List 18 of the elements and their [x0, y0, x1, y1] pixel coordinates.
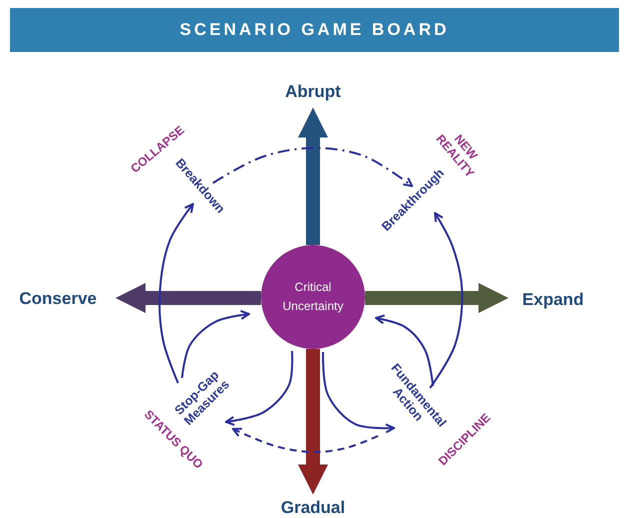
axis-label: Gradual — [273, 498, 353, 518]
axis-label: Abrupt — [273, 82, 353, 102]
axis-label: Conserve — [12, 289, 104, 309]
arrow — [232, 428, 378, 453]
arrow — [158, 203, 194, 384]
arrow — [181, 310, 250, 378]
axis-arrow — [298, 349, 328, 494]
arrow — [375, 314, 434, 386]
arrow — [212, 147, 413, 187]
axis-arrow — [116, 283, 261, 313]
axis-arrow — [365, 283, 508, 313]
axis-arrow — [298, 108, 328, 245]
title-text: SCENARIO GAME BOARD — [180, 20, 450, 40]
axis-label: Expand — [516, 290, 590, 310]
arrow — [429, 212, 464, 389]
arrow — [322, 352, 395, 434]
circle-label: Critical Uncertainty — [282, 278, 344, 315]
arrow — [225, 350, 294, 426]
